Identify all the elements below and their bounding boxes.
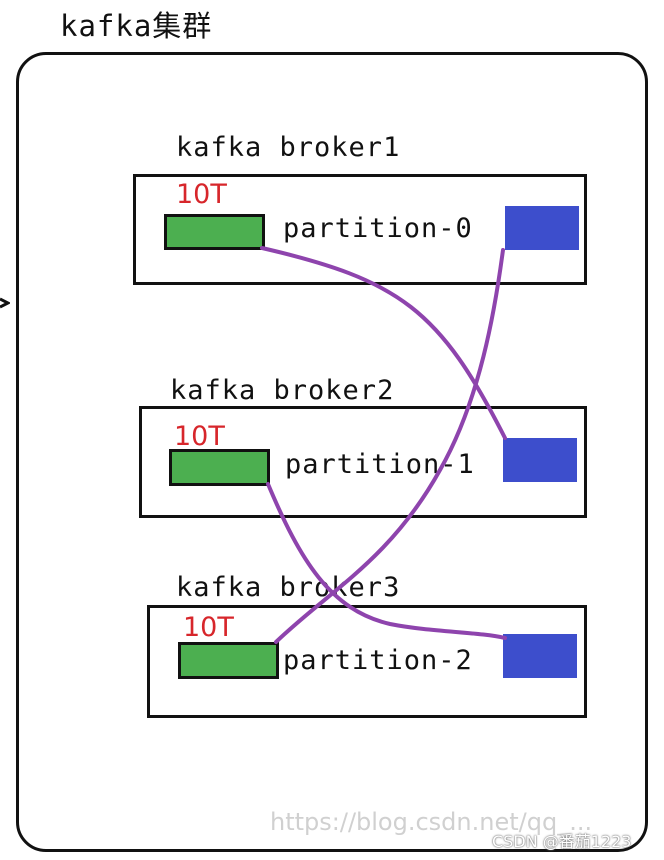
broker3-title: kafka broker3 xyxy=(176,572,401,603)
broker1-partition-label: partition-0 xyxy=(283,213,473,244)
watermark-credit: CSDN @番茄1223 xyxy=(492,832,632,851)
broker3-follower-partition xyxy=(503,634,577,678)
broker2-capacity: 10T xyxy=(174,421,225,452)
broker1-box xyxy=(133,174,587,285)
broker1-follower-partition xyxy=(505,206,579,250)
broker2-follower-partition xyxy=(503,438,577,482)
broker1-title: kafka broker1 xyxy=(176,132,401,163)
broker1-capacity: 10T xyxy=(176,179,227,210)
broker3-box xyxy=(147,605,587,718)
left-edge-arrow-icon xyxy=(0,297,10,309)
watermark-url: https://blog.csdn.net/qq_... xyxy=(270,808,593,836)
broker2-leader-partition xyxy=(169,449,270,486)
broker2-title: kafka broker2 xyxy=(170,375,395,406)
broker1-leader-partition xyxy=(164,214,265,250)
replica-link-p0-to-broker2 xyxy=(260,246,507,440)
broker3-partition-label: partition-2 xyxy=(283,645,473,676)
broker2-box xyxy=(139,406,587,518)
broker3-leader-partition xyxy=(178,642,279,679)
replica-link-p2-to-broker1 xyxy=(274,248,505,644)
cluster-container xyxy=(16,52,648,852)
replica-link-p1-to-broker3 xyxy=(266,482,507,640)
broker3-capacity: 10T xyxy=(183,612,234,643)
cluster-title: kafka集群 xyxy=(60,9,213,43)
